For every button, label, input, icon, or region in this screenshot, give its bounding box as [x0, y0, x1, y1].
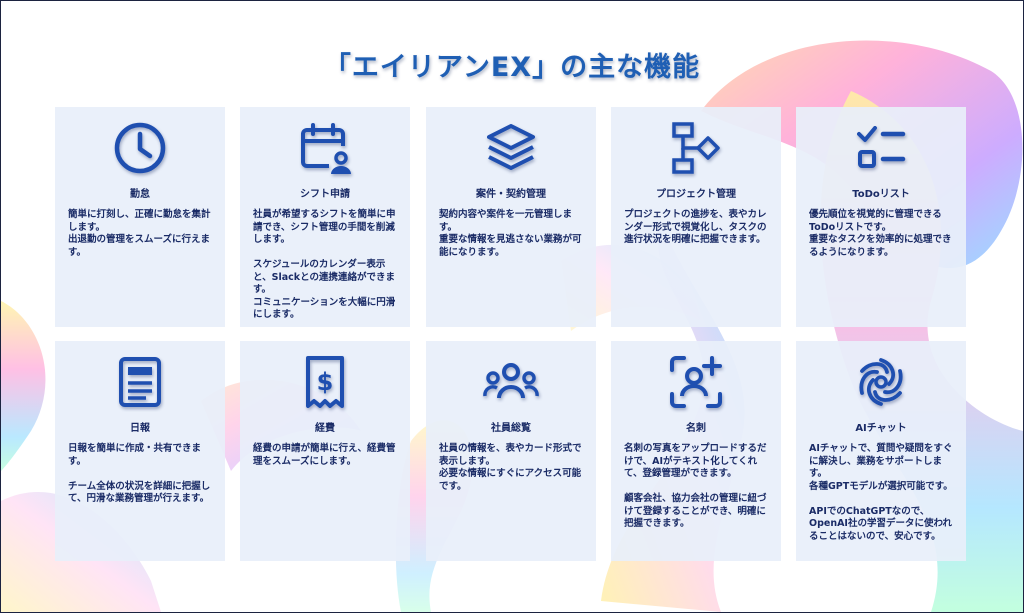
feature-card-ai-chat: AIチャット AIチャットで、質問や疑問をすぐに解決し、業務をサポートします。 …: [796, 341, 966, 561]
feature-label: AIチャット: [855, 423, 907, 434]
feature-description: プロジェクトの進捗を、表やカレンダー形式で視覚化し、タスクの進行状況を明確に把握…: [624, 209, 767, 245]
feature-card-todo: ToDoリスト 優先順位を視覚的に管理できるToDoリストです。 重要なタスクを…: [796, 107, 966, 327]
feature-description: 社員が希望するシフトを簡単に申請でき、シフト管理の手間を削減します。 スケジュー…: [253, 209, 396, 320]
receipt-icon: $: [240, 353, 410, 411]
flowchart-icon: [611, 119, 781, 177]
page-title: 「エイリアンEX」の主な機能: [323, 52, 701, 83]
team-icon: [426, 353, 596, 411]
feature-description: 契約内容や案件を一元管理します。 重要な情報を見逃さない業務が可能になります。: [439, 209, 582, 258]
user-scan-icon: [611, 353, 781, 411]
feature-card-shift: シフト申請 社員が希望するシフトを簡単に申請でき、シフト管理の手間を削減します。…: [240, 107, 410, 327]
feature-label: 名刺: [686, 423, 706, 434]
feature-description: 簡単に打刻し、正確に勤怠を集計します。 出退勤の管理をスムーズに行えます。: [68, 209, 211, 258]
feature-card-employee-directory: 社員総覧 社員の情報を、表やカード形式で表示します。 必要な情報にすぐにアクセス…: [426, 341, 596, 561]
feature-card-attendance: 勤怠 簡単に打刻し、正確に勤怠を集計します。 出退勤の管理をスムーズに行えます。: [55, 107, 225, 327]
feature-label: 日報: [130, 423, 150, 434]
feature-description: 日報を簡単に作成・共有できます。 チーム全体の状況を詳細に把握して、円滑な業務管…: [68, 443, 211, 504]
feature-label: 経費: [315, 423, 335, 434]
feature-card-contracts: 案件・契約管理 契約内容や案件を一元管理します。 重要な情報を見逃さない業務が可…: [426, 107, 596, 327]
layers-icon: [426, 119, 596, 177]
feature-description: 経費の申請が簡単に行え、経費管理をスムーズにします。: [253, 443, 396, 467]
feature-description: AIチャットで、質問や疑問をすぐに解決し、業務をサポートします。 各種GPTモデ…: [809, 443, 953, 542]
feature-description: 優先順位を視覚的に管理できるToDoリストです。 重要なタスクを効率的に処理でき…: [809, 209, 952, 258]
feature-description: 名刺の写真をアップロードするだけで、AIがテキスト化してくれて、登録管理ができま…: [624, 443, 767, 529]
svg-text:$: $: [317, 368, 334, 396]
feature-card-business-cards: 名刺 名刺の写真をアップロードするだけで、AIがテキスト化してくれて、登録管理が…: [611, 341, 781, 561]
feature-description: 社員の情報を、表やカード形式で表示します。 必要な情報にすぐにアクセス可能です。: [439, 443, 582, 492]
ai-swirl-icon: [796, 353, 966, 411]
feature-label: プロジェクト管理: [656, 189, 736, 200]
feature-card-project: プロジェクト管理 プロジェクトの進捗を、表やカレンダー形式で視覚化し、タスクの進…: [611, 107, 781, 327]
checklist-icon: [796, 119, 966, 177]
feature-label: 社員総覧: [491, 423, 531, 434]
document-icon: [55, 353, 225, 411]
feature-label: 勤怠: [130, 189, 150, 200]
feature-card-expenses: $ 経費 経費の申請が簡単に行え、経費管理をスムーズにします。: [240, 341, 410, 561]
feature-label: シフト申請: [300, 189, 350, 200]
feature-card-daily-report: 日報 日報を簡単に作成・共有できます。 チーム全体の状況を詳細に把握して、円滑な…: [55, 341, 225, 561]
feature-label: 案件・契約管理: [476, 189, 546, 200]
clock-icon: [55, 119, 225, 177]
feature-label: ToDoリスト: [852, 189, 910, 200]
calendar-user-icon: [240, 119, 410, 177]
